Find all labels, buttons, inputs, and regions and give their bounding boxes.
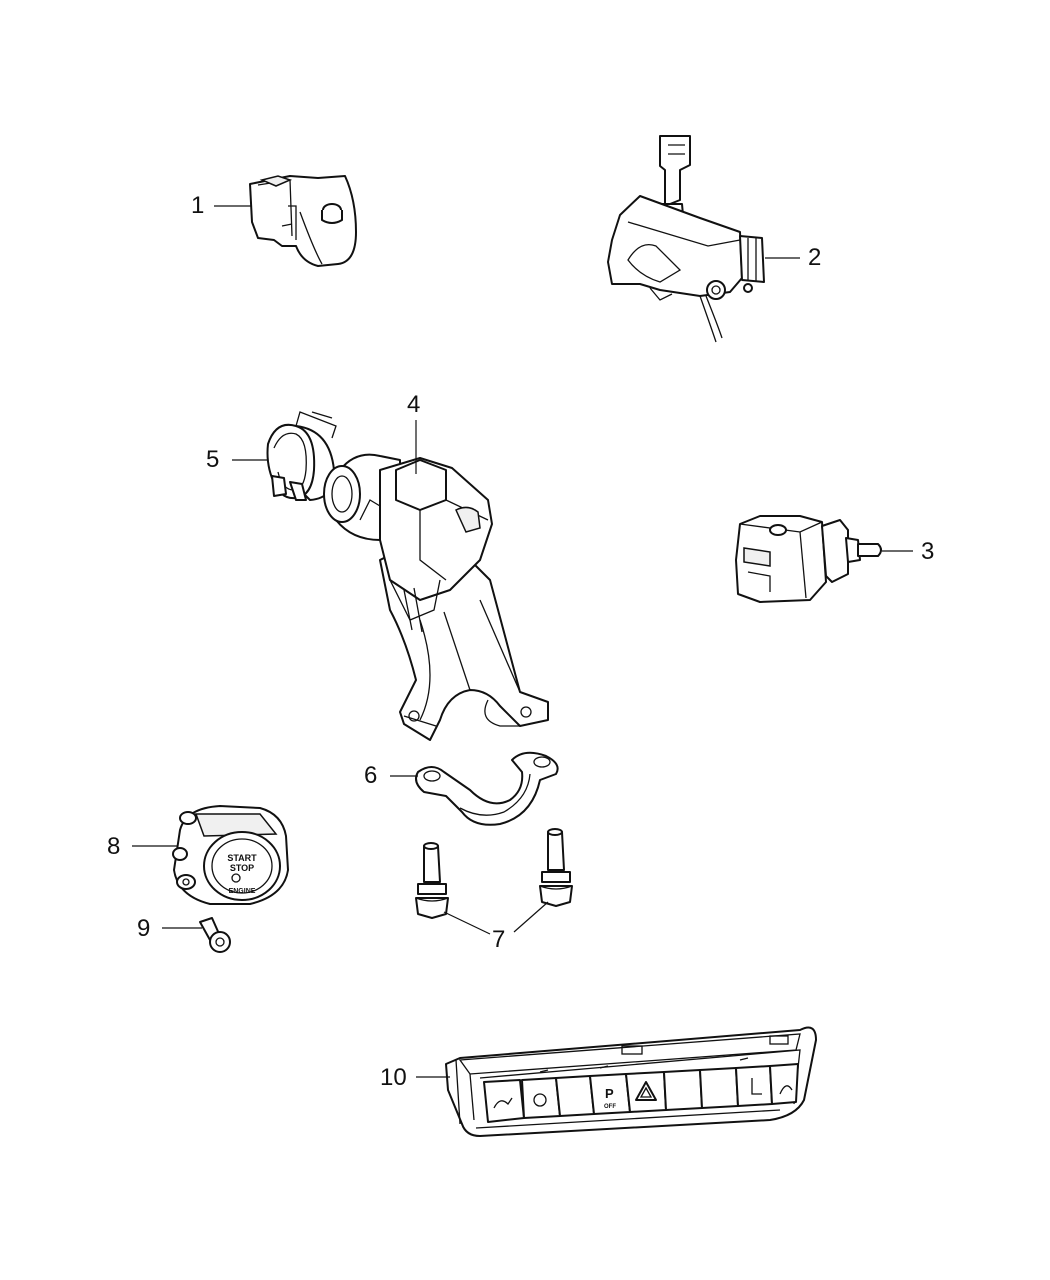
part-7-bolt-left [415,842,449,919]
callout-2: 2 [808,244,822,271]
switch-heated-seat-right [769,1063,799,1105]
hazard-icon [635,1081,657,1101]
part-1-connector [249,175,357,267]
heated-seat-right-icon [779,1085,793,1095]
engine-label: ENGINE [229,888,256,895]
callout-3: 3 [921,538,935,565]
part-9-screw [199,917,231,953]
park-assist-label: P [605,1086,614,1101]
part-10-switch-bank: P OFF [445,1026,817,1137]
leader-7a [443,911,491,935]
callout-9: 9 [137,915,151,942]
part-8-start-stop-button: START STOP ENGINE [172,805,289,905]
callout-10: 10 [380,1064,407,1091]
switch-blank-1 [555,1075,595,1117]
callout-4: 4 [407,391,421,418]
heated-wheel-icon [533,1093,547,1107]
switch-auto-stop [735,1065,773,1107]
part-2-module [607,135,765,343]
callout-5: 5 [206,446,220,473]
callout-6: 6 [364,762,378,789]
switch-blank-2 [663,1069,703,1111]
start-label: START [227,853,257,863]
part-4-column-housing [323,453,549,741]
callout-8: 8 [107,833,121,860]
park-assist-sub: OFF [604,1104,616,1110]
switch-blank-3 [699,1067,739,1109]
callout-7: 7 [492,926,506,953]
part-3-switch [735,515,882,603]
stop-label: STOP [230,863,254,873]
switch-heated-wheel [521,1077,561,1119]
leader-7b [513,901,549,933]
part-5-ring [266,411,337,501]
auto-stop-icon [751,1078,762,1095]
part-6-clamp [415,751,559,826]
heated-seat-left-icon [493,1097,513,1109]
part-7-bolt-right [539,828,573,907]
callout-1: 1 [191,192,205,219]
